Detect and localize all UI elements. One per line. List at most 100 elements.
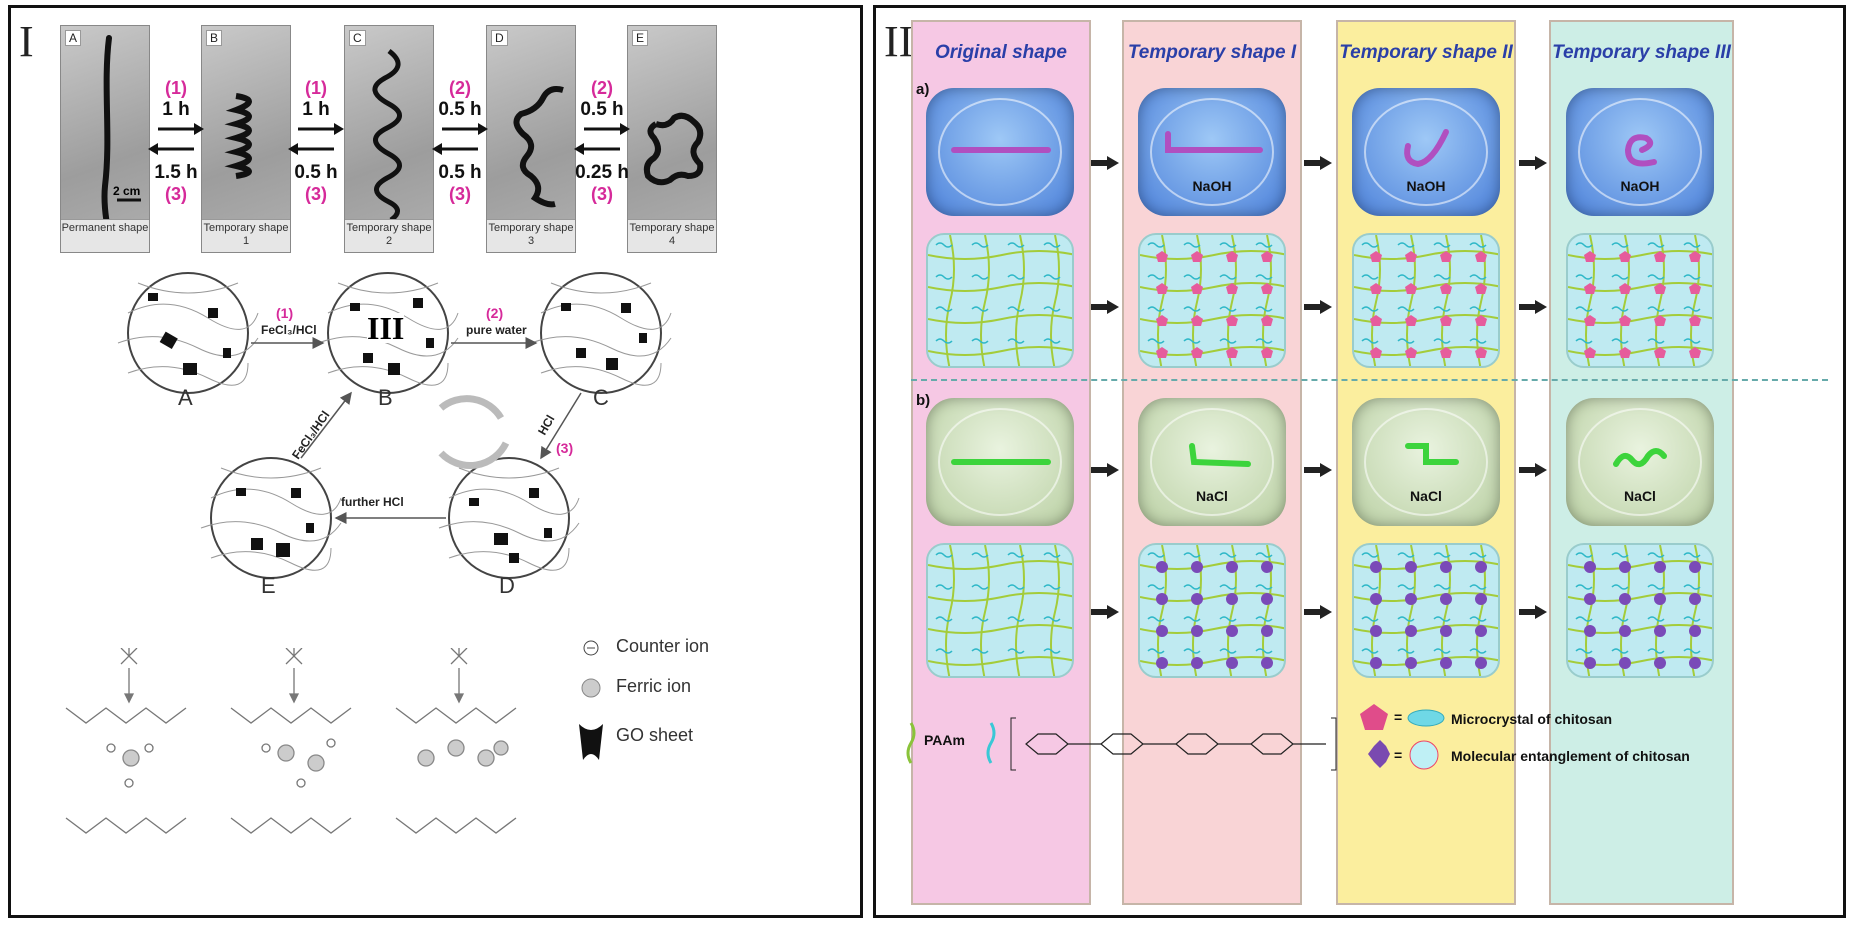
photo-b-caption: Temporary shape 1 [202,219,290,252]
step-3-back: 0.5 h [438,162,482,183]
step-1-back: 1.5 h [154,162,198,183]
panel-two-numeral: II [884,17,914,66]
row-a-label: a) [916,81,930,98]
network-a-temp-2 [1352,233,1500,368]
step-3-top-num: (2) [449,78,471,98]
photo-d-caption: Temporary shape 3 [487,219,575,252]
double-arrow-icon [574,123,630,155]
photo-d: D Temporary shape 3 [486,25,576,253]
network-b-temp-2 [1352,543,1500,678]
cd-step-num: (3) [556,440,574,456]
step-1-top-num: (1) [165,78,187,98]
arrow-right-icon [1519,156,1547,170]
step-1-bottom-num: (3) [165,184,187,204]
circle-c [530,272,672,394]
dish-a-temp-1: NaOH [1138,88,1286,216]
bc-reagent: pure water [466,323,527,337]
svg-text:=: = [1394,709,1402,725]
circle-a [117,272,259,394]
dish-b-temp-2-salt: NaCl [1410,488,1442,504]
svg-text:=: = [1394,747,1402,763]
step-2-back: 0.5 h [294,162,338,183]
step-2-bottom-num: (3) [305,184,327,204]
double-arrow-icon [148,123,204,155]
dish-a-temp-3-salt: NaOH [1620,178,1660,194]
bc-step-num: (2) [486,305,504,321]
circle-d [438,457,580,579]
panel-one: I A 2 cm Permanent shape B Temporary sha… [8,5,863,918]
network-a-temp-1 [1138,233,1286,368]
legend-ferric-ion: Ferric ion [616,676,692,696]
step-4: (2) 0.5 h 0.25 h (3) [562,78,642,205]
photo-c: C Temporary shape 2 [344,25,434,253]
column-temp-3-title: Temporary shape III [1552,42,1731,63]
arrow-right-icon [1304,605,1332,619]
chitosan-legend-icons: = = [1360,704,1445,770]
legend-entanglement: Molecular entanglement of chitosan [1451,748,1690,764]
step-1: (1) 1 h 1.5 h (3) [136,78,216,205]
double-arrow-icon [432,123,488,155]
step-1-forward: 1 h [162,99,190,120]
network-a-original [926,233,1074,368]
ab-step-num: (1) [276,305,294,321]
panel-two: II Original shape Temporary shape I Temp… [873,5,1846,918]
step-2: (1) 1 h 0.5 h (3) [276,78,356,205]
photo-d-tag: D [491,30,508,46]
dish-b-temp-1-salt: NaCl [1196,488,1228,504]
dish-b-temp-2: NaCl [1352,398,1500,526]
legend-counter-ion: Counter ion [616,636,710,656]
arrow-right-icon [1091,156,1119,170]
arrow-right-icon [1304,300,1332,314]
arrow-right-icon [1091,300,1119,314]
photo-a-caption: Permanent shape [61,219,149,252]
photo-b: B Temporary shape 1 [201,25,291,253]
panel-one-numeral: I [19,17,34,66]
legend-microcrystal: Microcrystal of chitosan [1451,711,1613,727]
network-b-original [926,543,1074,678]
column-original-title: Original shape [935,42,1067,63]
row-b-label: b) [916,392,931,409]
photo-e: E Temporary shape 4 [627,25,717,253]
step-4-forward: 0.5 h [580,99,624,120]
row-divider [911,379,1828,381]
step-3-bottom-num: (3) [449,184,471,204]
circle-e [200,457,342,579]
cycle-node-d: D [499,573,515,598]
scale-bar-label: 2 cm [113,184,141,198]
legend-go-sheet: GO sheet [616,725,694,745]
double-arrow-icon [288,123,344,155]
arrow-right-icon [1519,605,1547,619]
cycle-node-e: E [261,573,276,598]
cycle-node-b: B [378,385,393,410]
network-a-temp-3 [1566,233,1714,368]
photo-b-tag: B [206,30,223,46]
ab-reagent: FeCl₃/HCl [261,323,317,337]
arrow-right-icon [1091,463,1119,477]
dish-b-temp-3: NaCl [1566,398,1714,526]
arrow-right-icon [1519,300,1547,314]
b-mark: III [367,310,405,346]
step-4-top-num: (2) [591,78,613,98]
step-2-forward: 1 h [302,99,330,120]
dish-b-original [926,398,1074,526]
photo-a: A 2 cm Permanent shape [60,25,150,253]
dish-a-temp-3: NaOH [1566,88,1714,216]
step-3: (2) 0.5 h 0.5 h (3) [420,78,500,205]
column-temp-2-title: Temporary shape II [1339,42,1513,63]
legend-icons [579,640,603,760]
step-3-forward: 0.5 h [438,99,482,120]
dish-b-temp-3-salt: NaCl [1624,488,1656,504]
legend-paam: PAAm [924,732,965,748]
dish-a-temp-1-salt: NaOH [1192,178,1232,194]
step-2-top-num: (1) [305,78,327,98]
paam-chitosan-legend [906,717,1337,771]
photo-e-tag: E [632,30,649,46]
dish-a-temp-2: NaOH [1352,88,1500,216]
network-cycle-diagram [117,272,672,579]
photo-a-tag: A [65,30,82,46]
network-b-temp-1 [1138,543,1286,678]
arrow-right-icon [1304,156,1332,170]
step-4-back: 0.25 h [575,162,629,183]
photo-e-caption: Temporary shape 4 [628,219,716,252]
photo-c-caption: Temporary shape 2 [345,219,433,252]
